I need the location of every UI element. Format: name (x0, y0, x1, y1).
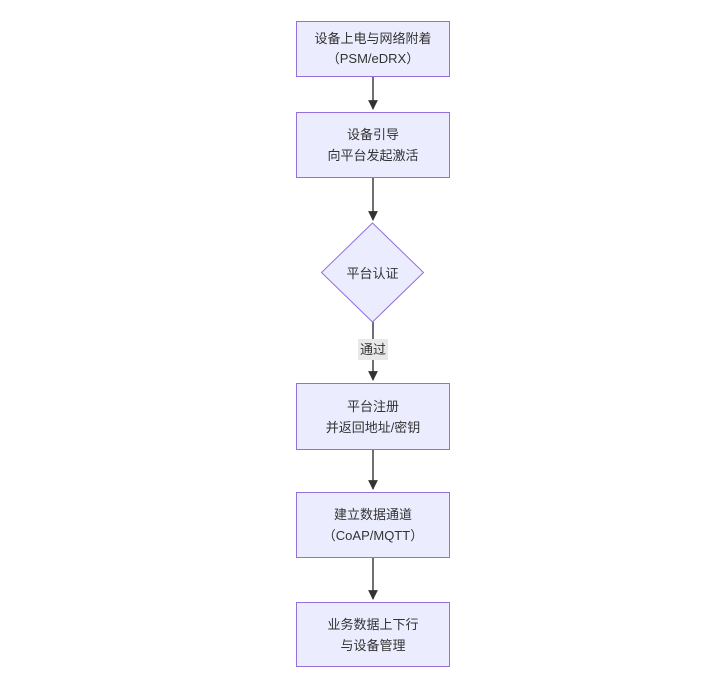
node-label-line: 设备引导 (346, 127, 399, 142)
node-power-network-attach: 设备上电与网络附着 （PSM/eDRX） (296, 21, 450, 77)
node-label-line: （CoAP/MQTT） (322, 528, 424, 543)
edge-label-pass: 通过 (357, 339, 389, 360)
node-label-line: 并返回地址/密钥 (325, 419, 421, 435)
node-business-data: 业务数据上下行 与设备管理 (296, 602, 450, 667)
node-label-line: 业务数据上下行 (327, 616, 419, 632)
node-label-line: 建立数据通道 (333, 507, 412, 522)
node-label-line: 平台注册 (346, 398, 399, 414)
node-data-channel: 建立数据通道 （CoAP/MQTT） (296, 492, 450, 558)
node-label-line: 向平台发起激活 (327, 148, 419, 163)
node-platform-auth: 平台认证 (321, 223, 424, 322)
node-label-line: （PSM/eDRX） (326, 51, 420, 66)
node-label-line: 设备上电与网络附着 (314, 31, 432, 46)
node-platform-register: 平台注册 并返回地址/密钥 (296, 383, 450, 450)
node-device-bootstrap: 设备引导 向平台发起激活 (296, 112, 450, 178)
node-label-line: 与设备管理 (340, 637, 406, 653)
decision-diamond-shape (320, 222, 425, 323)
node-label-line: 平台认证 (346, 266, 399, 281)
